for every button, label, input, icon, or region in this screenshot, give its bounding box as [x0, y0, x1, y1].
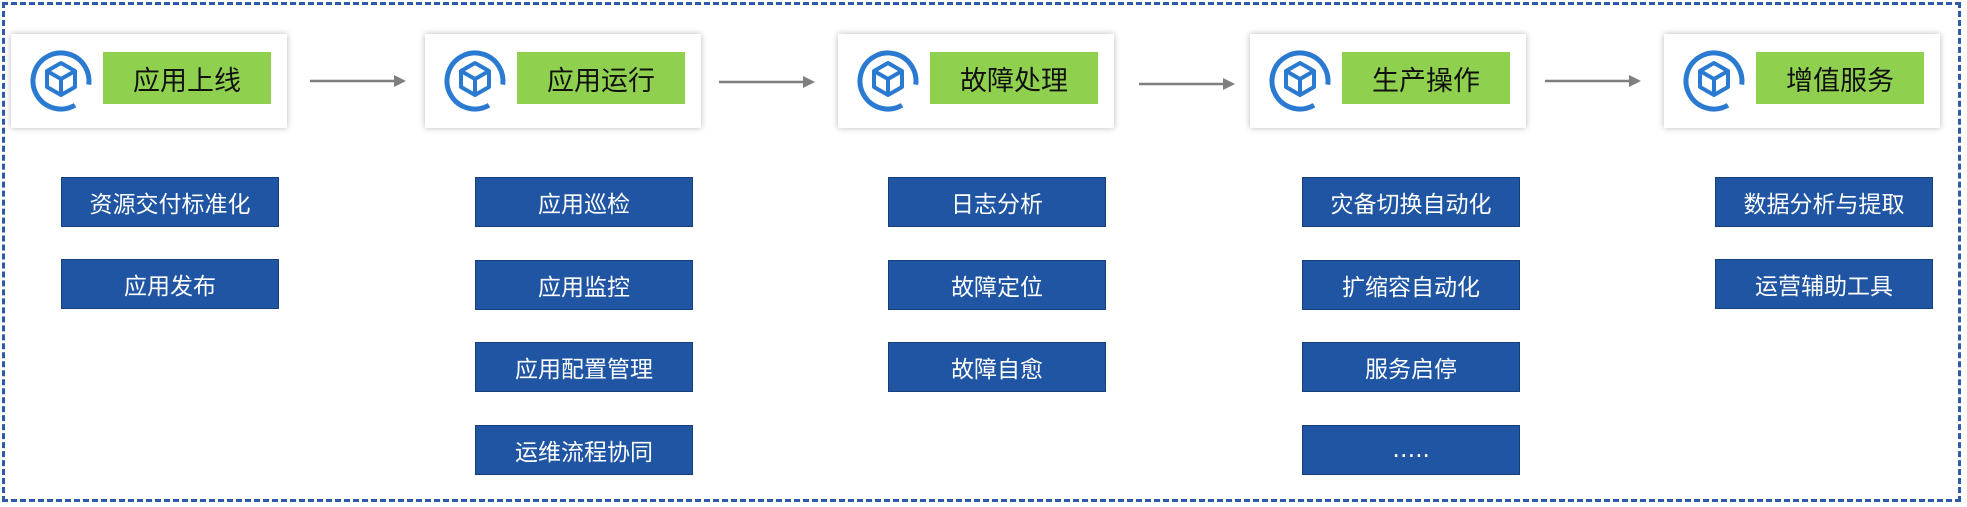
- task-box: 服务启停: [1302, 342, 1520, 392]
- task-box: 故障自愈: [888, 342, 1106, 392]
- task-box: 运维流程协同: [475, 425, 693, 475]
- stage-title: 故障处理: [930, 52, 1098, 104]
- stage-title: 应用上线: [103, 52, 271, 104]
- cube-circle-logo-icon: [857, 50, 919, 112]
- task-box: 运营辅助工具: [1715, 259, 1933, 309]
- stage-card-3: 故障处理: [838, 34, 1114, 128]
- cube-circle-logo-icon: [1683, 50, 1745, 112]
- right-arrow-icon: [719, 76, 815, 88]
- cube-circle-logo-icon: [30, 50, 92, 112]
- stage-title: 生产操作: [1342, 52, 1510, 104]
- task-box: 扩缩容自动化: [1302, 260, 1520, 310]
- stage-card-1: 应用上线: [11, 34, 287, 128]
- cube-circle-logo-icon: [1269, 50, 1331, 112]
- cube-circle-logo-icon: [444, 50, 506, 112]
- right-arrow-icon: [310, 75, 406, 87]
- stage-card-4: 生产操作: [1250, 34, 1526, 128]
- stage-card-2: 应用运行: [425, 34, 701, 128]
- right-arrow-icon: [1139, 78, 1235, 90]
- task-box: 日志分析: [888, 177, 1106, 227]
- task-box: 灾备切换自动化: [1302, 177, 1520, 227]
- task-box: 应用监控: [475, 260, 693, 310]
- stage-title: 增值服务: [1756, 52, 1924, 104]
- right-arrow-icon: [1545, 75, 1641, 87]
- task-box: 数据分析与提取: [1715, 177, 1933, 227]
- stage-card-5: 增值服务: [1664, 34, 1940, 128]
- task-box: 应用配置管理: [475, 342, 693, 392]
- stage-title: 应用运行: [517, 52, 685, 104]
- task-box: 应用发布: [61, 259, 279, 309]
- task-box: 资源交付标准化: [61, 177, 279, 227]
- task-box: 应用巡检: [475, 177, 693, 227]
- task-box: …..: [1302, 425, 1520, 475]
- task-box: 故障定位: [888, 260, 1106, 310]
